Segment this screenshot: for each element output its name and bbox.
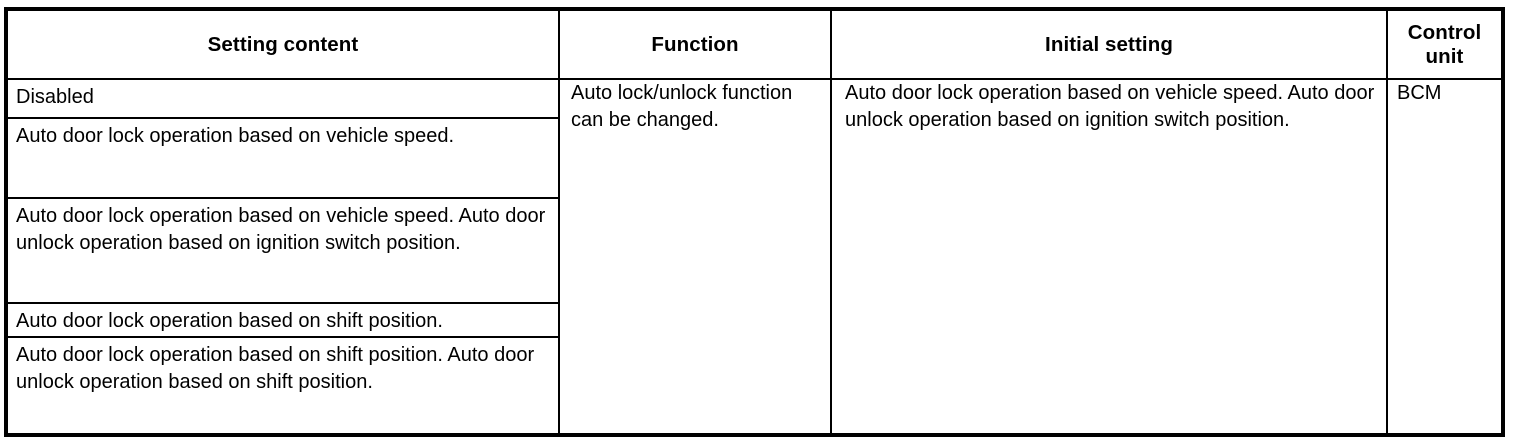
spec-table-container: Setting content Function Initial setting… xyxy=(4,7,1505,437)
table-body: Disabled Auto door lock operation based … xyxy=(8,79,1501,433)
column-header-function: Function xyxy=(559,11,832,80)
cell-control-unit: BCM xyxy=(1387,79,1501,433)
control-unit-text: BCM xyxy=(1397,82,1442,104)
table-header: Setting content Function Initial setting… xyxy=(8,11,1501,80)
cell-function: Auto lock/unlock function can be changed… xyxy=(559,79,832,433)
column-header-control-unit: Control unit xyxy=(1387,11,1501,80)
cell-setting-content: Disabled Auto door lock operation based … xyxy=(8,79,560,433)
column-header-setting-content: Setting content xyxy=(8,11,560,80)
list-item: Auto door lock operation based on vehicl… xyxy=(8,119,558,199)
list-item: Disabled xyxy=(8,80,558,119)
setting-content-list: Disabled Auto door lock operation based … xyxy=(8,80,558,433)
column-header-initial-setting: Initial setting xyxy=(831,11,1388,80)
function-text: Auto lock/unlock function can be changed… xyxy=(571,82,793,132)
list-item: Auto door lock operation based on shift … xyxy=(16,344,535,394)
initial-setting-text: Auto door lock operation based on vehicl… xyxy=(845,82,1375,132)
list-item: Auto door lock operation based on shift … xyxy=(8,304,558,338)
cell-initial-setting: Auto door lock operation based on vehicl… xyxy=(831,79,1388,433)
table-row: Disabled Auto door lock operation based … xyxy=(8,79,1501,433)
list-item: Auto door lock operation based on vehicl… xyxy=(8,199,558,304)
header-row: Setting content Function Initial setting… xyxy=(8,11,1501,80)
settings-specification-table: Setting content Function Initial setting… xyxy=(8,11,1501,433)
